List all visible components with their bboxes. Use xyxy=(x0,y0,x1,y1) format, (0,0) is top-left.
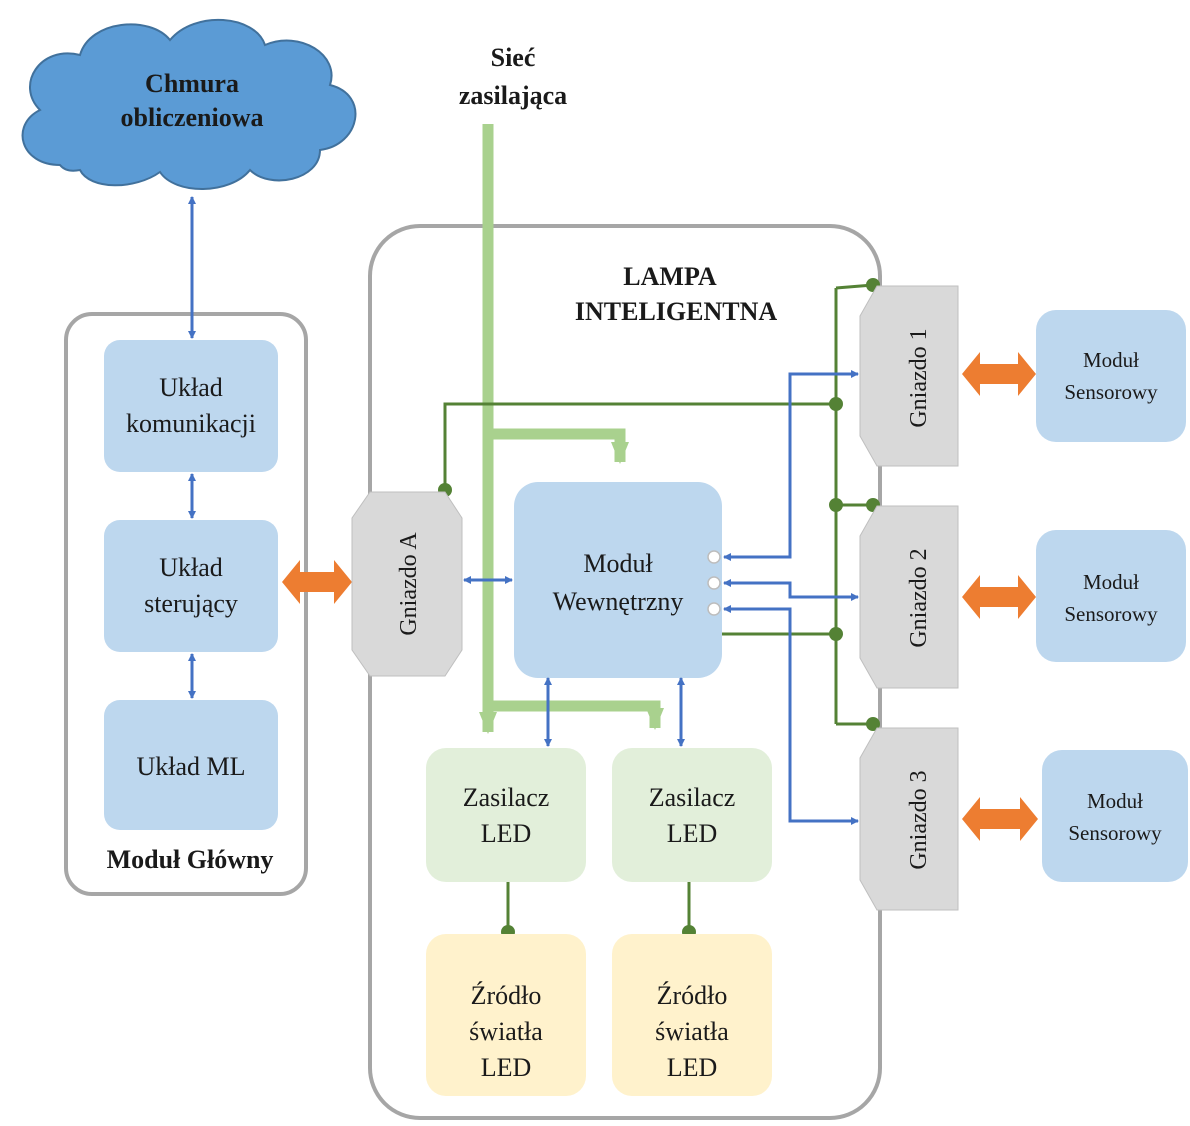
main-module-frame xyxy=(64,312,308,896)
control-socket-a-link xyxy=(282,560,352,604)
psu-2-label-2: LED xyxy=(667,819,718,848)
ml-unit-label: Układ ML xyxy=(136,752,245,781)
led-source-2-label-3: LED xyxy=(667,1053,718,1082)
sensor-module-1-label-1: Moduł xyxy=(1083,348,1139,372)
led-source-2-box xyxy=(612,934,772,1096)
psu-2-label-1: Zasilacz xyxy=(649,783,736,812)
comm-unit-label-2: komunikacji xyxy=(126,409,256,438)
socket-a-shape xyxy=(351,491,463,677)
sensor-module-1-box xyxy=(1036,310,1186,442)
socket-3-label: Gniazdo 3 xyxy=(906,770,932,869)
lamp-title-1: LAMPA xyxy=(623,262,717,291)
sensor-module-3-box xyxy=(1042,750,1188,882)
sensor-module-3-label-1: Moduł xyxy=(1087,789,1143,813)
ml-unit-box xyxy=(104,700,278,830)
sensor-module-3-label-2: Sensorowy xyxy=(1068,821,1162,845)
control-unit-label-2: sterujący xyxy=(144,589,238,618)
psu-1-label-1: Zasilacz xyxy=(463,783,550,812)
socket-2-sensor-link xyxy=(962,575,1036,619)
psu-1-label-2: LED xyxy=(481,819,532,848)
socket-3-sensor-link xyxy=(962,797,1038,841)
led-source-1-label-3: LED xyxy=(481,1053,532,1082)
socket-1-label: Gniazdo 1 xyxy=(906,328,932,427)
led-source-2-label-2: światła xyxy=(655,1017,729,1046)
cloud-shape xyxy=(21,19,357,190)
internal-module-ports xyxy=(707,550,721,616)
sensor-module-1-label-2: Sensorowy xyxy=(1064,380,1158,404)
data-links xyxy=(544,370,859,825)
psu-2-box xyxy=(612,748,772,882)
led-source-2-label-1: Źródło xyxy=(657,981,728,1010)
internal-module-box xyxy=(514,482,722,678)
socket-2-shape xyxy=(859,505,959,689)
mains-label-2: zasilająca xyxy=(459,81,567,110)
psu-1-box xyxy=(426,748,586,882)
lamp-title-2: INTELIGENTNA xyxy=(575,297,777,326)
socket-3-shape xyxy=(859,727,959,911)
cloud-label-2: obliczeniowa xyxy=(121,103,264,132)
comm-unit-label-1: Układ xyxy=(159,373,223,402)
socket-1-shape xyxy=(859,285,959,467)
internal-module-label-2: Wewnętrzny xyxy=(553,587,684,616)
internal-module-label-1: Moduł xyxy=(583,549,653,578)
socket-a-label: Gniazdo A xyxy=(396,532,422,636)
sensor-module-2-label-1: Moduł xyxy=(1083,570,1139,594)
mains-label-1: Sieć xyxy=(491,43,536,72)
comm-unit-box xyxy=(104,340,278,472)
control-unit-label-1: Układ xyxy=(159,553,223,582)
led-source-1-box xyxy=(426,934,586,1096)
power-lines xyxy=(479,124,664,734)
sensor-module-2-box xyxy=(1036,530,1186,662)
cloud-label-1: Chmura xyxy=(145,69,239,98)
control-unit-box xyxy=(104,520,278,652)
led-source-1-label-2: światła xyxy=(469,1017,543,1046)
led-source-1-label-1: Źródło xyxy=(471,981,542,1010)
socket-1-sensor-link xyxy=(962,352,1036,396)
socket-2-label: Gniazdo 2 xyxy=(906,548,932,647)
main-module-title: Moduł Główny xyxy=(107,845,274,874)
sensor-module-2-label-2: Sensorowy xyxy=(1064,602,1158,626)
